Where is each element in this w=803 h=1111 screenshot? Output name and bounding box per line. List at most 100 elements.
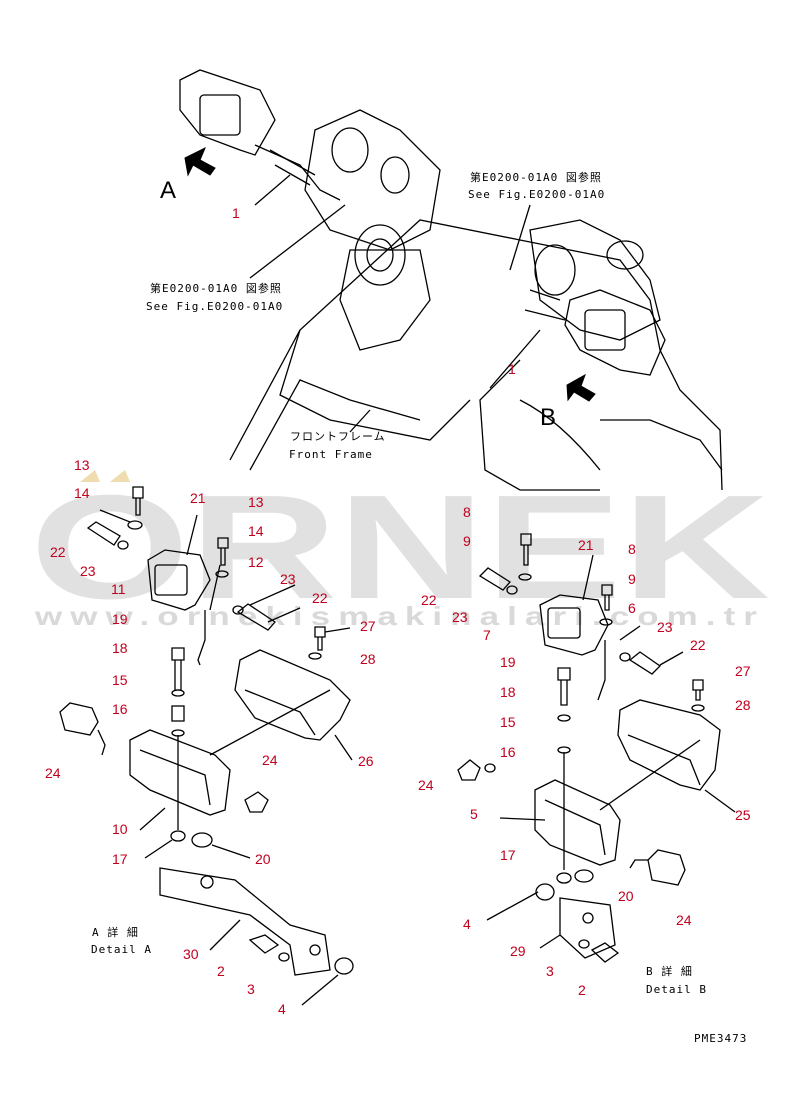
callout-b-29: 29 [510, 943, 526, 959]
washer-17b [556, 872, 572, 884]
callout-a-24a: 24 [45, 765, 61, 781]
callout-b-5: 5 [470, 806, 478, 822]
lamp-a-housing [179, 69, 276, 156]
bolt-19b [557, 667, 571, 706]
lamp-b-lens [584, 309, 626, 351]
frame-outline [229, 219, 723, 491]
detail-b-drawing [457, 533, 736, 963]
callout-a-17: 17 [112, 851, 128, 867]
see-fig-en-left: See Fig.E0200-01A0 [146, 300, 283, 313]
bolt-22a [86, 521, 121, 546]
see-fig-jp-right: 第E0200-01A0 図参照 [470, 170, 602, 184]
tower-right-pin [606, 240, 644, 270]
callout-a-24b: 24 [262, 752, 278, 768]
callout-b-23a: 23 [452, 609, 468, 625]
watermark-brand: ORNEK [30, 465, 770, 630]
callout-a-18: 18 [112, 640, 128, 656]
detail-a-title-jp: A 詳 細 [92, 925, 139, 939]
washer-15a [171, 689, 185, 697]
leader-b29 [539, 934, 561, 949]
washer-9a [518, 573, 532, 581]
callout-top-1a: 1 [232, 205, 240, 221]
leader-b21 [582, 554, 594, 601]
bracket-30-hole [200, 875, 214, 889]
spacer-16a [171, 705, 185, 722]
callouts-detail-a: 13 14 22 23 11 21 13 14 12 23 22 19 18 1… [45, 457, 376, 1017]
bracket-29-hole [582, 912, 594, 924]
leader-1b [489, 329, 541, 389]
nut-24a [244, 791, 269, 813]
callout-a-23a: 23 [80, 563, 96, 579]
leader-a22 [267, 607, 301, 623]
bolt-27b [692, 679, 704, 701]
washer-28b [691, 704, 705, 712]
leader-a23 [249, 584, 296, 606]
see-fig-jp-left: 第E0200-01A0 図参照 [150, 281, 282, 295]
view-label-a: A [160, 177, 176, 204]
callout-b-22a: 22 [421, 592, 437, 608]
callout-b-23b: 23 [657, 619, 673, 635]
bolt-8b [601, 584, 613, 611]
callout-b-2: 2 [578, 982, 586, 998]
callout-b-24b: 24 [676, 912, 692, 928]
washer-23d [619, 652, 631, 662]
detail-b-title-en: Detail B [646, 983, 707, 996]
frame-curve [519, 399, 601, 471]
leader-a14 [99, 509, 131, 523]
accent-mark-1 [80, 470, 100, 482]
callout-b-28: 28 [735, 697, 751, 713]
wire-a [197, 610, 206, 666]
callouts-detail-b: 8 9 22 23 7 21 8 9 6 23 22 27 28 19 18 1… [418, 504, 751, 998]
frame-inner [279, 329, 471, 441]
callout-a-23b: 23 [280, 571, 296, 587]
tower-right-hole [380, 156, 410, 194]
bracket-30-hole-2 [309, 944, 321, 956]
leader-b23 [619, 625, 641, 641]
frame-boss-left [339, 249, 431, 351]
callout-a-30: 30 [183, 946, 199, 962]
frame-right [479, 359, 600, 491]
lamp-a-bracket [254, 144, 341, 201]
frame-lower [249, 379, 421, 471]
callout-a-11: 11 [111, 581, 126, 597]
front-frame-jp: フロントフレーム [290, 430, 386, 443]
callout-a-16: 16 [112, 701, 128, 717]
callout-a-22b: 22 [312, 590, 328, 606]
leader-a4 [301, 974, 339, 1006]
callout-top-1b: 1 [508, 361, 516, 377]
leader-b4 [486, 891, 539, 921]
tower-left [304, 109, 441, 251]
tower-right-pivot [534, 244, 576, 296]
callout-b-21: 21 [578, 537, 594, 553]
front-frame-en: Front Frame [289, 448, 373, 461]
lamp-24a [59, 702, 99, 736]
washer-24b [484, 763, 496, 773]
tower-right [529, 219, 661, 341]
callout-b-6: 6 [628, 600, 636, 616]
callout-b-25: 25 [735, 807, 751, 823]
mount-20b [574, 869, 594, 883]
mount-4a [334, 957, 354, 975]
guard-26-inner [244, 689, 316, 736]
lamp-24a-wire [97, 729, 106, 756]
callout-a-2: 2 [217, 963, 225, 979]
overview-drawing [179, 69, 723, 491]
leader-front-frame [349, 409, 371, 433]
bolt-8a [520, 533, 532, 566]
callout-a-12: 12 [248, 554, 264, 570]
detail-b-title-jp: B 詳 細 [646, 964, 693, 978]
washer-15b [557, 714, 571, 722]
callout-a-20: 20 [255, 851, 271, 867]
guard-frame-5 [534, 779, 621, 866]
washer-23b [232, 605, 244, 615]
leader-a26 [334, 734, 353, 761]
bracket-30 [159, 867, 331, 976]
bolt-22b [236, 603, 276, 631]
callout-a-15: 15 [112, 672, 128, 688]
washer-28a [308, 652, 322, 660]
callout-b-15: 15 [500, 714, 516, 730]
tower-left-hole [331, 127, 369, 173]
leader-guard-link [209, 689, 331, 756]
